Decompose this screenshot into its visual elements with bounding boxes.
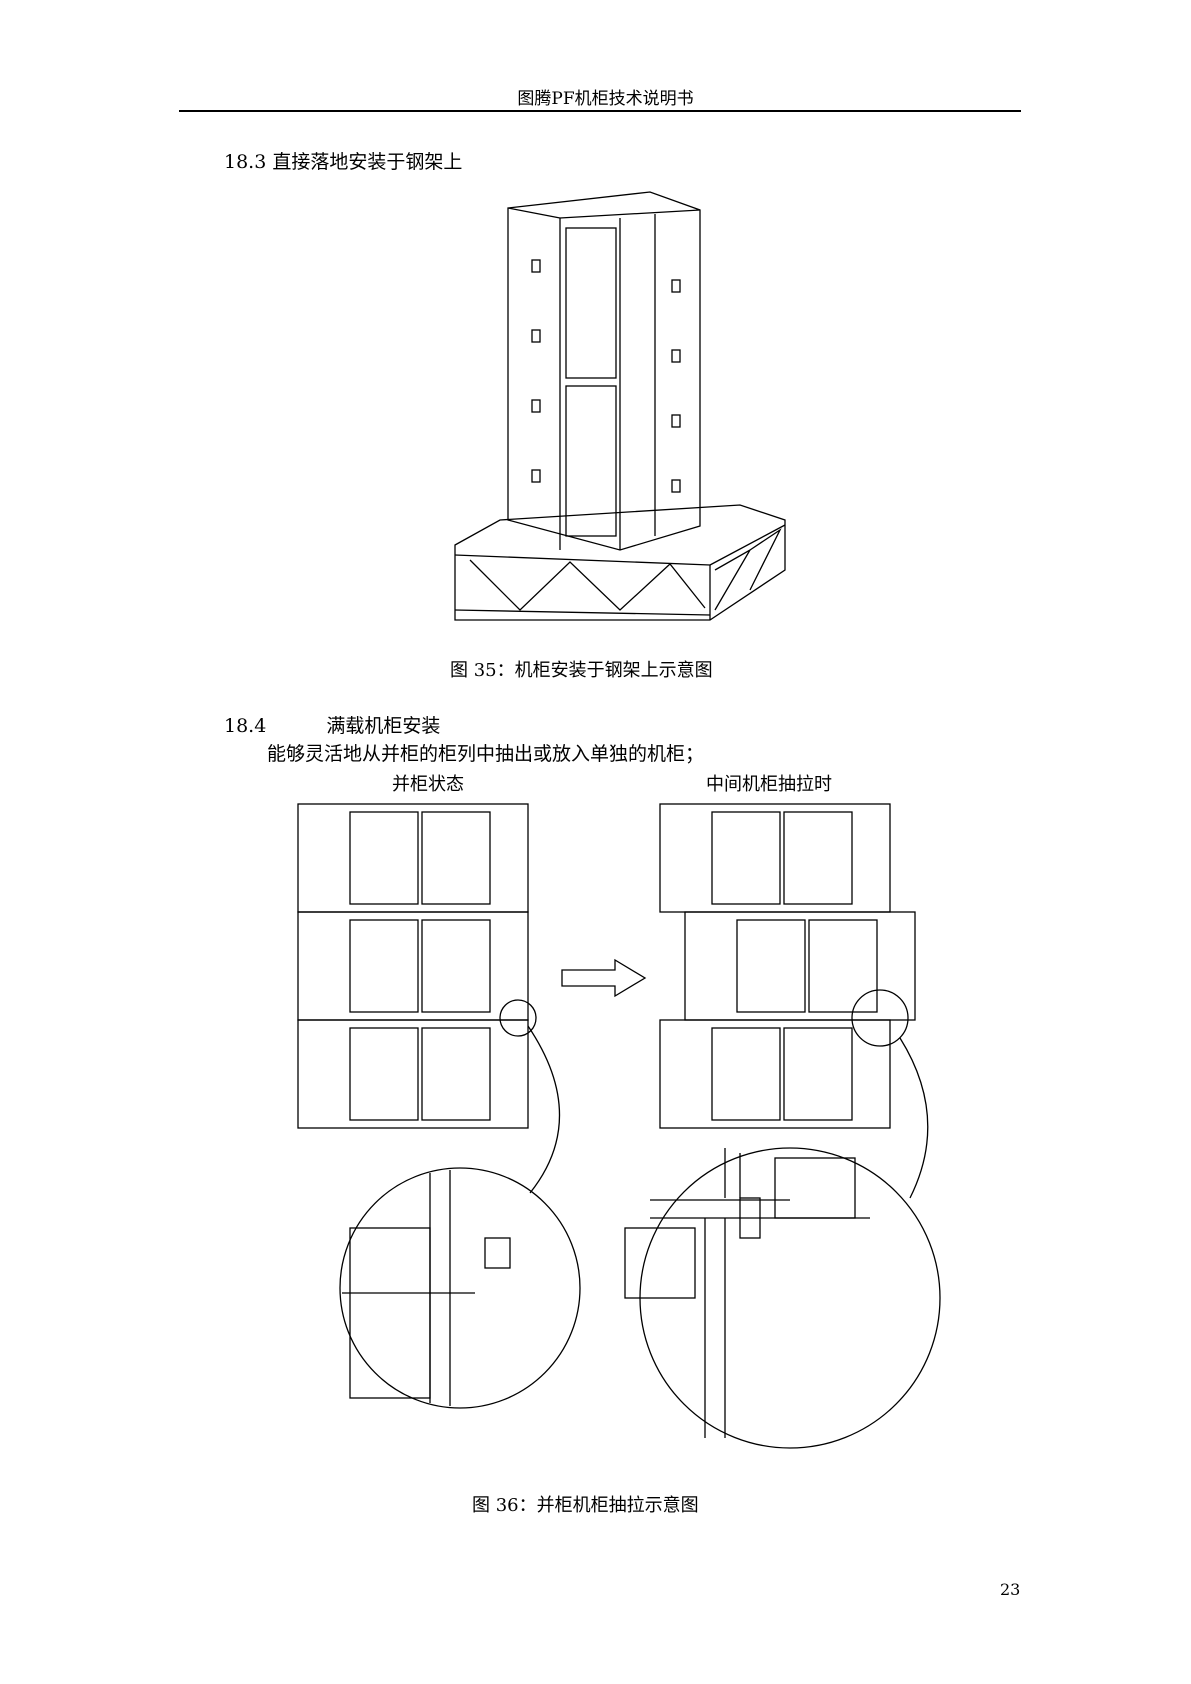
detail-circle-right — [624, 1147, 941, 1449]
section-number: 18.3 — [224, 151, 267, 173]
figure-36-caption: 图 36：并柜机柜抽拉示意图 — [472, 1495, 699, 1516]
figure-35-cabinet-on-steel-frame — [454, 191, 786, 621]
figure-36-cabinet-pull-out-diagram — [297, 803, 941, 1449]
page-header: 图腾PF机柜技术说明书 — [517, 89, 694, 109]
figure-35-caption: 图 35：机柜安装于钢架上示意图 — [450, 660, 713, 681]
label-middle-pulled: 中间机柜抽拉时 — [706, 774, 832, 795]
label-combined-state: 并柜状态 — [392, 774, 464, 795]
section-heading-18-4: 18.4 满载机柜安装 — [224, 711, 440, 738]
arrow-right — [561, 958, 647, 998]
pulled-cabinets-right — [659, 803, 916, 1129]
section-body: 能够灵活地从并柜的柜列中抽出或放入单独的机柜； — [267, 743, 705, 765]
section-number: 18.4 — [224, 715, 267, 737]
section-heading-18-3: 18.3 直接落地安装于钢架上 — [224, 147, 462, 174]
header-rule — [179, 110, 1021, 112]
section-title: 满载机柜安装 — [326, 715, 441, 737]
page-number: 23 — [1000, 1580, 1021, 1599]
section-title: 直接落地安装于钢架上 — [272, 151, 463, 173]
detail-circle-left — [339, 1167, 581, 1409]
combined-cabinets-left — [297, 803, 537, 1129]
